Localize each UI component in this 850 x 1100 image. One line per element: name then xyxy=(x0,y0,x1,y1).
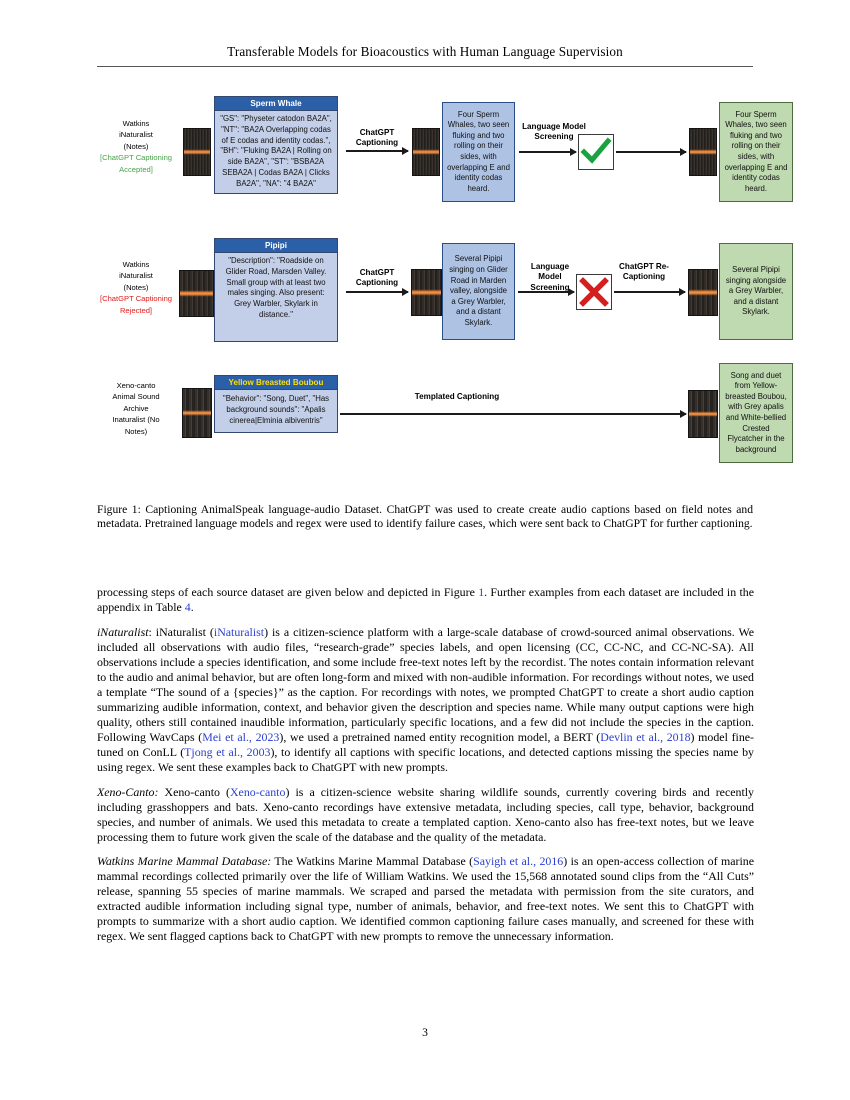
source-label-line-2: iNaturalist xyxy=(119,271,153,281)
source-label-sperm-whale: Watkins iNaturalist (Notes) [ChatGPT Cap… xyxy=(97,118,175,175)
arrow-label-chatgpt-captioning-2: ChatGPT Captioning xyxy=(355,268,399,288)
paragraph-intro: processing steps of each source dataset … xyxy=(97,585,754,615)
intro-part-2: . Further examples from each dataset are… xyxy=(97,585,754,615)
inaturalist-part-1: : iNaturalist ( xyxy=(148,624,214,639)
metadata-card-title: Yellow Breasted Boubou xyxy=(215,376,337,390)
figure-1: Watkins iNaturalist (Notes) [ChatGPT Cap… xyxy=(97,88,793,488)
link-devlin-2018[interactable]: Devlin et al., 2018 xyxy=(600,729,691,744)
spectrogram-pipipi-output xyxy=(688,269,718,316)
link-mei-2023[interactable]: Mei et al., 2023 xyxy=(202,729,280,744)
xenocanto-part-1: Xeno-canto ( xyxy=(158,784,230,799)
inaturalist-part-4: ) model fine-tuned on ConLL ( xyxy=(97,729,755,759)
arrow-templated-captioning xyxy=(340,410,687,417)
link-table-4[interactable]: 4 xyxy=(184,600,191,615)
figure-row-yellow-breasted-boubou: Xeno-canto Animal Sound Archive Inatural… xyxy=(97,363,793,483)
inaturalist-part-5: ), to identify all captions with specifi… xyxy=(97,744,754,775)
inaturalist-heading: iNaturalist xyxy=(97,624,149,639)
running-header: Transferable Models for Bioacoustics wit… xyxy=(227,44,623,59)
arrow-label-language-model-screening-1: Language Model Screening xyxy=(522,122,586,142)
arrow-accepted-to-final-1 xyxy=(616,148,687,155)
verdict-box-rejected xyxy=(576,274,612,310)
metadata-card-title: Sperm Whale xyxy=(215,97,337,111)
watkins-part-2: ) is an open-access collection of marine… xyxy=(97,854,754,944)
arrow-label-chatgpt-recaptioning: ChatGPT Re-Captioning xyxy=(619,262,669,282)
link-figure-1[interactable]: 1 xyxy=(478,585,485,599)
arrow-label-language-model-screening-2: Language Model Screening xyxy=(530,262,570,292)
check-icon xyxy=(580,137,612,164)
source-label-pipipi: Watkins iNaturalist (Notes) [ChatGPT Cap… xyxy=(97,259,175,316)
link-xeno-canto[interactable]: Xeno-canto xyxy=(229,784,286,799)
spectrogram-boubou-input xyxy=(182,388,212,438)
caption-draft-pipipi: Several Pipipi singing on Glider Road in… xyxy=(442,243,515,340)
figure-caption: Figure 1: Captioning AnimalSpeak languag… xyxy=(97,503,753,531)
link-tjong-2003[interactable]: Tjong et al., 2003 xyxy=(184,744,271,759)
cross-icon xyxy=(579,277,609,307)
source-label-line-1: Watkins xyxy=(122,260,150,269)
source-label-line-1: Xeno-canto xyxy=(116,381,156,390)
paragraph-inaturalist: iNaturalist: iNaturalist (iNaturalist) i… xyxy=(97,625,754,775)
header-divider xyxy=(97,66,753,67)
paragraph-xeno-canto: Xeno-Canto: Xeno-canto (Xeno-canto) is a… xyxy=(97,785,754,845)
watkins-heading: Watkins Marine Mammal Database: xyxy=(97,854,272,869)
figure-row-sperm-whale: Watkins iNaturalist (Notes) [ChatGPT Cap… xyxy=(97,88,793,218)
source-status-rejected: [ChatGPT Captioning Rejected] xyxy=(99,294,173,315)
caption-draft-sperm-whale: Four Sperm Whales, two seen fluking and … xyxy=(442,102,515,202)
page-number: 3 xyxy=(422,1026,428,1039)
metadata-card-body: "Behavior": "Song, Duet", "Has backgroun… xyxy=(222,394,330,425)
caption-final-boubou: Song and duet from Yellow-breasted Boubo… xyxy=(719,363,793,463)
caption-final-sperm-whale: Four Sperm Whales, two seen fluking and … xyxy=(719,102,793,202)
arrow-captioning-2 xyxy=(346,288,409,295)
arrow-recaptioning xyxy=(614,288,686,295)
arrow-screening-2 xyxy=(518,288,575,295)
metadata-card-sperm-whale: Sperm Whale "GS": "Physeter catodon BA2A… xyxy=(214,96,338,194)
metadata-card-pipipi: Pipipi "Description": "Roadside on Glide… xyxy=(214,238,338,342)
metadata-card-title: Pipipi xyxy=(215,239,337,253)
link-inaturalist[interactable]: iNaturalist xyxy=(213,624,265,639)
source-label-line-3: (Notes) xyxy=(123,141,149,151)
figure-row-pipipi: Watkins iNaturalist (Notes) [ChatGPT Cap… xyxy=(97,233,793,363)
xenocanto-heading: Xeno-Canto: xyxy=(97,784,159,799)
arrow-label-chatgpt-captioning-1: ChatGPT Captioning xyxy=(355,128,399,148)
source-label-line-3: (Notes) xyxy=(123,282,149,292)
paragraph-watkins: Watkins Marine Mammal Database: The Watk… xyxy=(97,854,754,944)
watkins-part-1: The Watkins Marine Mammal Database ( xyxy=(271,854,474,869)
source-label-line-3: Archive xyxy=(123,403,149,413)
arrow-captioning-1 xyxy=(346,147,409,154)
inaturalist-part-3: ), we used a pretrained named entity rec… xyxy=(279,729,601,744)
inaturalist-part-2: ) is a citizen-science platform with a l… xyxy=(97,624,754,744)
xenocanto-part-2: ) is a citizen-science website sharing w… xyxy=(97,784,754,844)
arrow-label-templated-captioning: Templated Captioning xyxy=(414,392,500,401)
arrow-screening-1 xyxy=(519,148,577,155)
caption-final-pipipi: Several Pipipi singing alongside a Grey … xyxy=(719,243,793,340)
metadata-card-body: "GS": "Physeter catodon BA2A", "NT": "BA… xyxy=(220,114,332,188)
spectrogram-boubou-output xyxy=(688,390,718,438)
spectrogram-sperm-whale-mid xyxy=(412,128,440,176)
spectrogram-sperm-whale-output xyxy=(689,128,717,176)
source-status-accepted: [ChatGPT Captioning Accepted] xyxy=(99,153,173,174)
source-label-line-2: iNaturalist xyxy=(119,130,153,140)
source-label-line-4: Inaturalist (No xyxy=(112,415,160,425)
source-label-line-2: Animal Sound xyxy=(112,392,160,402)
verdict-box-accepted xyxy=(578,134,614,170)
spectrogram-sperm-whale-input xyxy=(183,128,211,176)
body-text-column: processing steps of each source dataset … xyxy=(97,585,754,954)
intro-part-3: . xyxy=(190,600,194,615)
source-label-line-1: Watkins xyxy=(122,119,150,128)
link-sayigh-2016[interactable]: Sayigh et al., 2016 xyxy=(473,854,564,869)
spectrogram-pipipi-input xyxy=(179,270,214,317)
spectrogram-pipipi-mid xyxy=(411,269,442,316)
source-label-xeno-canto: Xeno-canto Animal Sound Archive Inatural… xyxy=(97,380,175,437)
metadata-card-body: "Description": "Roadside on Glider Road,… xyxy=(225,256,327,319)
source-label-line-5: Notes) xyxy=(124,426,148,436)
metadata-card-boubou: Yellow Breasted Boubou "Behavior": "Song… xyxy=(214,375,338,434)
intro-part-1: processing steps of each source dataset … xyxy=(97,585,479,599)
